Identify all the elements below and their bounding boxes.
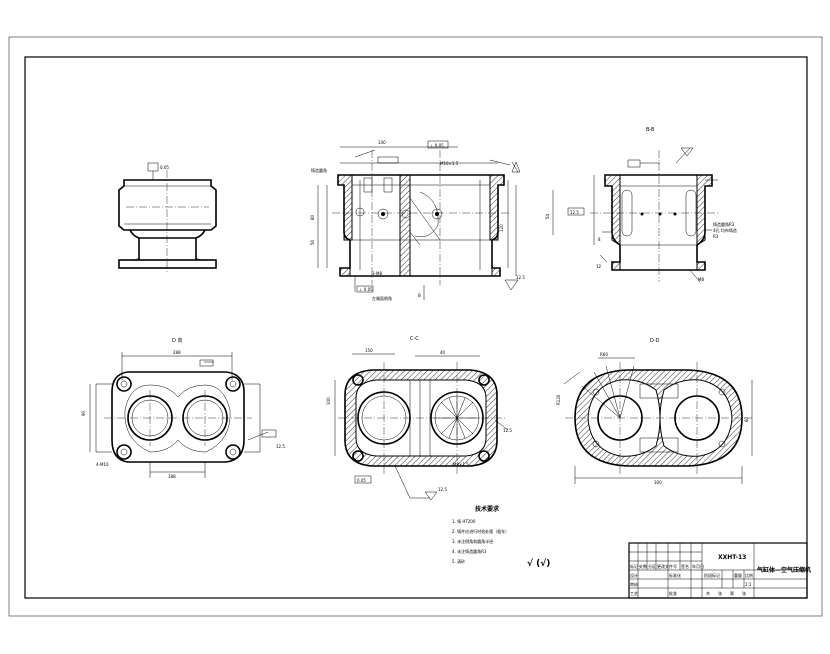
outer-border xyxy=(8,36,823,617)
tb-row-label: 分区 xyxy=(648,563,656,569)
svg-text:120: 120 xyxy=(499,224,504,232)
front-elevation-view: 0.05 xyxy=(118,162,217,272)
svg-text:⊥ 0.05: ⊥ 0.05 xyxy=(430,143,444,148)
svg-text:12.5: 12.5 xyxy=(516,275,525,280)
svg-text:0.05: 0.05 xyxy=(357,478,366,483)
tb-row-label: 签名 xyxy=(681,563,689,569)
bottom-view: D 向 288 188 90 4-M10 12.5 xyxy=(81,337,285,479)
section-d-title: D-D xyxy=(650,338,660,344)
part-name: 气缸体—空气压缩机 xyxy=(756,566,811,574)
tb-row-label: 年月日 xyxy=(692,563,704,569)
section-d-width-dim: 300 xyxy=(654,480,662,485)
title-block: 标记 处数 分区 更改文件号 签名 年月日 设计 标准化 审核 工艺 批准 阶段… xyxy=(628,542,811,599)
bottom-left-dim: 90 xyxy=(81,410,86,416)
main-top-dim: 140 xyxy=(378,140,386,145)
section-c-view: C-C 150 40 100 0. xyxy=(326,336,512,501)
tb-stage-label: 重量 xyxy=(734,572,742,578)
tech-requirements: 技术要求 1. 铸 HT200 2. 铸件应进行时效处理（粗车） 3. 未注倒角… xyxy=(452,505,550,569)
svg-text:R3: R3 xyxy=(713,234,719,239)
tech-item: 4. 未注铸造圆角R3 xyxy=(452,548,487,554)
tb-approval-label: 批准 xyxy=(669,590,677,596)
tb-sheet-label: 共 xyxy=(706,590,710,596)
side-view-title: B-B xyxy=(646,127,655,133)
tb-row-label: 更改文件号 xyxy=(657,563,677,569)
tb-sheet-label: 张 xyxy=(718,590,722,596)
section-c-dim: 150 xyxy=(365,348,373,353)
section-d-view: D-D R60 300 80 R120 xyxy=(556,338,753,485)
main-section-view: 140 ⊥ 0.05 M10×1.5 铸造圆角 xyxy=(310,140,525,301)
bottom-width-dim: 288 xyxy=(173,350,181,355)
tb-stage-label: 比例 xyxy=(745,572,753,578)
svg-text:R60: R60 xyxy=(600,352,608,357)
tb-row-label: 处数 xyxy=(639,563,647,569)
svg-text:⊥ 0.05: ⊥ 0.05 xyxy=(359,287,373,292)
side-dim: 54 xyxy=(545,213,550,219)
bottom-view-title: D 向 xyxy=(172,337,182,344)
tb-stage-label: 阶段标记 xyxy=(704,572,720,578)
tech-item: 3. 未注倒角和圆角半径 xyxy=(452,538,493,544)
tech-item: 5. 清砂 xyxy=(452,558,465,564)
tech-item: 1. 铸 HT200 xyxy=(452,518,476,524)
svg-text:80: 80 xyxy=(744,416,749,422)
drawing-number: XXHT-13 xyxy=(718,554,746,561)
tb-scale-value: 1:1 xyxy=(745,582,752,587)
inner-frame xyxy=(24,56,808,599)
section-c-title: C-C xyxy=(410,336,419,342)
svg-text:3-M8: 3-M8 xyxy=(372,271,382,276)
svg-text:8: 8 xyxy=(598,237,601,242)
roughness-note: √ (√) xyxy=(527,558,550,569)
tb-sheet-label: 张 xyxy=(742,590,746,596)
svg-text:M8×1.5: M8×1.5 xyxy=(453,462,469,467)
front-tolerance-label: 0.05 xyxy=(160,165,169,170)
tb-approval-label: 设计 xyxy=(630,572,638,578)
svg-text:80: 80 xyxy=(310,214,315,220)
tb-approval-label: 工艺 xyxy=(630,591,638,596)
svg-text:12.5: 12.5 xyxy=(438,487,447,492)
svg-text:铸造圆角: 铸造圆角 xyxy=(311,167,327,173)
svg-text:12.5: 12.5 xyxy=(503,428,512,433)
svg-text:12: 12 xyxy=(596,264,602,269)
svg-text:12.5: 12.5 xyxy=(570,210,579,215)
svg-text:铸造圆角R3: 铸造圆角R3 xyxy=(713,221,735,227)
svg-text:4孔 均布铸造: 4孔 均布铸造 xyxy=(713,227,737,233)
tb-sheet-label: 第 xyxy=(730,590,734,596)
tech-item: 2. 铸件应进行时效处理（粗车） xyxy=(452,528,509,534)
svg-text:100: 100 xyxy=(326,397,331,405)
bottom-inner-dim: 188 xyxy=(168,474,176,479)
svg-text:12.5: 12.5 xyxy=(276,444,285,449)
svg-text:50: 50 xyxy=(310,239,315,245)
tech-title: 技术要求 xyxy=(475,505,500,513)
svg-text:M10×1.5: M10×1.5 xyxy=(440,161,459,166)
section-d-radius: R120 xyxy=(556,394,561,405)
tb-approval-label: 审核 xyxy=(630,581,638,587)
svg-text:4-M10: 4-M10 xyxy=(96,462,109,467)
tb-row-label: 标记 xyxy=(630,563,638,569)
side-section-view: B-B 54 12.5 8 铸造圆角R3 4孔 均布铸造 R3 12 xyxy=(545,127,737,283)
svg-text:40: 40 xyxy=(440,350,446,355)
svg-text:左端面倒角: 左端面倒角 xyxy=(372,295,392,301)
main-section-mark: B xyxy=(418,293,421,298)
tb-approval-label: 标准化 xyxy=(669,572,681,578)
svg-text:M8: M8 xyxy=(698,277,704,282)
